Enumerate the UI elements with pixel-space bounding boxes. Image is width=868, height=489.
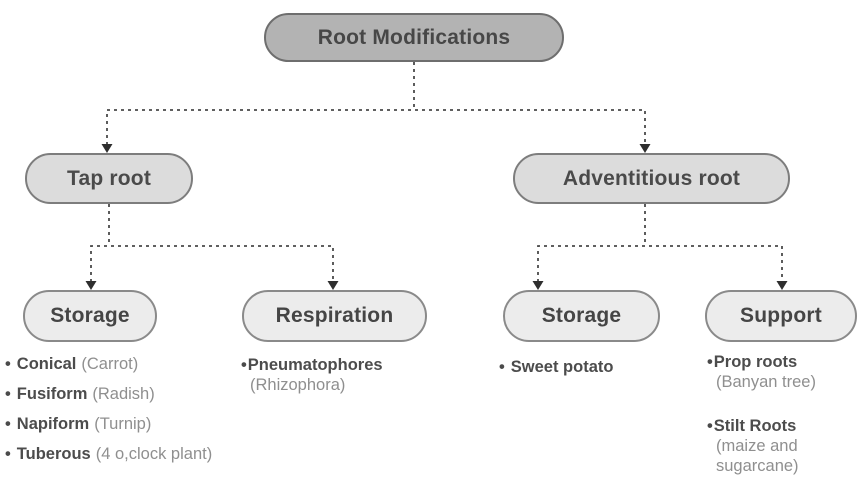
node-adv-storage: Storage: [503, 290, 660, 342]
arrowhead-support: [776, 281, 788, 290]
arrowhead-adv-storage: [532, 281, 544, 290]
node-tap-respiration: Respiration: [242, 290, 427, 342]
term: Conical: [16, 355, 77, 373]
example: (maize and sugarcane): [716, 437, 799, 475]
tap-respiration-examples: Pneumatophores (Rhizophora): [241, 355, 431, 405]
node-adventitious-root: Adventitious root: [513, 153, 790, 204]
list-item-conical: Conical(Carrot): [5, 354, 275, 374]
example: (Turnip): [94, 415, 152, 433]
node-adv-storage-label: Storage: [541, 304, 622, 327]
adv-storage-examples: Sweet potato: [499, 357, 679, 387]
connector-adv-rail: [537, 245, 783, 282]
node-adv-support: Support: [705, 290, 857, 342]
node-adventitious-root-label: Adventitious root: [562, 166, 741, 190]
arrowhead-tap-storage: [85, 281, 97, 290]
list-item-tuberous: Tuberous(4 o,clock plant): [5, 444, 275, 464]
term: Napiform: [16, 415, 90, 433]
example: (Banyan tree): [716, 373, 816, 391]
bullet-icon: [707, 353, 714, 371]
term: Tuberous: [16, 445, 91, 463]
example: (Carrot): [81, 355, 139, 373]
bullet-icon: [5, 445, 17, 463]
bullet-icon: [241, 356, 248, 374]
bullet-icon: [5, 415, 17, 433]
node-root-modifications-label: Root Modifications: [317, 25, 511, 49]
connector-level1-rail: [106, 109, 646, 145]
node-tap-root-label: Tap root: [66, 166, 152, 190]
node-root-modifications: Root Modifications: [264, 13, 564, 62]
arrowhead-adventitious-root: [639, 144, 651, 153]
tap-storage-examples: Conical(Carrot) Fusiform(Radish) Napifor…: [5, 354, 275, 474]
list-item-sweet-potato: Sweet potato: [499, 357, 679, 377]
bullet-icon: [499, 358, 511, 376]
node-tap-respiration-label: Respiration: [275, 304, 394, 327]
term: Prop roots: [713, 353, 798, 371]
bullet-icon: [5, 385, 17, 403]
term: Stilt Roots: [713, 417, 797, 435]
node-tap-storage-label: Storage: [50, 304, 130, 327]
term: Pneumatophores: [247, 356, 383, 374]
list-item-fusiform: Fusiform(Radish): [5, 384, 275, 404]
node-tap-storage: Storage: [23, 290, 157, 342]
node-tap-root: Tap root: [25, 153, 193, 204]
term: Sweet potato: [510, 358, 614, 376]
example: (Radish): [92, 385, 155, 403]
term: Fusiform: [16, 385, 88, 403]
arrowhead-respiration: [327, 281, 339, 290]
connector-tap-rail: [90, 245, 334, 282]
list-item-prop-roots: Prop roots (Banyan tree): [707, 352, 857, 392]
bullet-icon: [5, 355, 17, 373]
example: (Rhizophora): [250, 376, 346, 394]
list-item-pneumatophores: Pneumatophores (Rhizophora): [241, 355, 431, 395]
bullet-icon: [707, 417, 714, 435]
arrowhead-tap-root: [101, 144, 113, 153]
example: (4 o,clock plant): [95, 445, 213, 463]
node-adv-support-label: Support: [740, 304, 822, 327]
adv-support-examples: Prop roots (Banyan tree) Stilt Roots (maiz…: [707, 352, 857, 486]
list-item-napiform: Napiform(Turnip): [5, 414, 275, 434]
list-item-stilt-roots: Stilt Roots (maize and sugarcane): [707, 416, 857, 476]
